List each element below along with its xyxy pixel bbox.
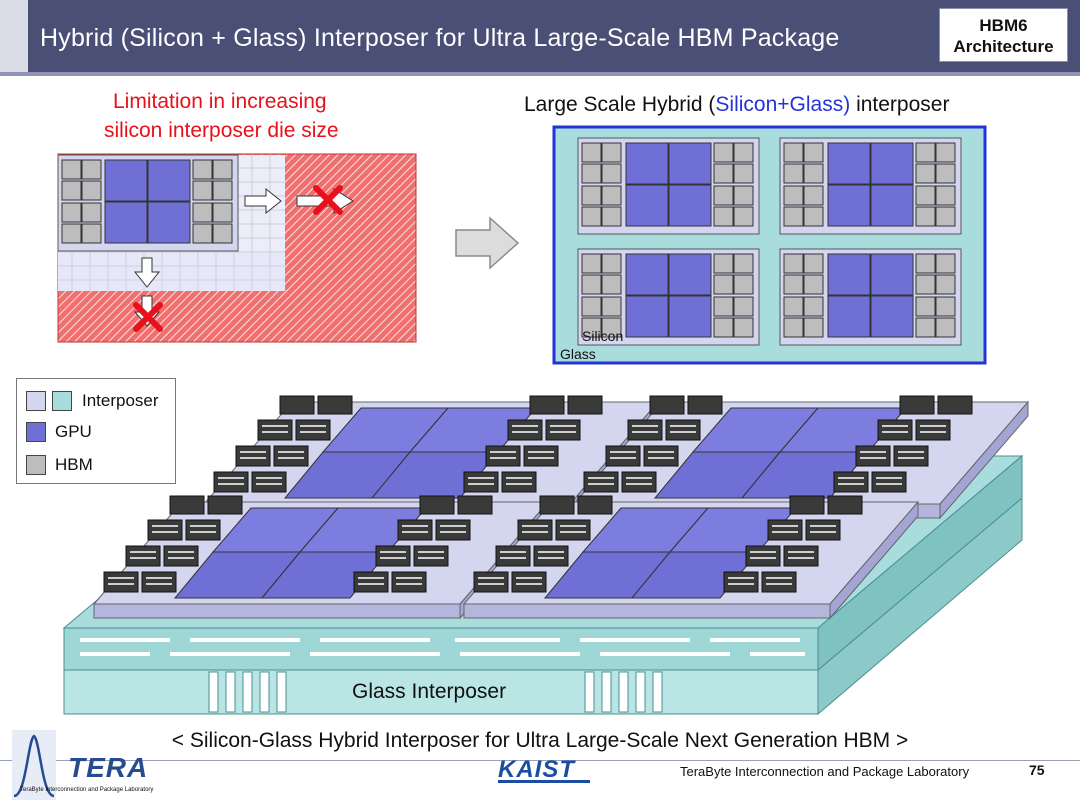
arrow-right-icon [244, 187, 282, 215]
figure-caption: < Silicon-Glass Hybrid Interposer for Ul… [171, 729, 909, 752]
hybrid-title-suffix: interposer [850, 93, 950, 116]
glass-vias [208, 671, 663, 713]
big-arrow-right-icon [455, 216, 520, 270]
arrow-down-icon [133, 257, 161, 288]
legend-swatch-gpu [26, 422, 46, 442]
badge-line-1: HBM6 [979, 16, 1028, 35]
limitation-diagram [57, 153, 417, 343]
legend: Interposer GPU HBM [16, 378, 176, 484]
legend-swatch-hbm [26, 455, 46, 475]
legend-swatch-silicon [26, 391, 46, 411]
badge-line-2: Architecture [953, 37, 1054, 56]
glass-interposer-front [63, 669, 819, 715]
silicon-label: Silicon [582, 328, 624, 344]
glass-interposer-label: Glass Interposer [352, 680, 507, 703]
glass-label: Glass [560, 346, 596, 362]
limitation-text-line-1: Limitation in increasing [113, 90, 327, 113]
limitation-text-line-2: silicon interposer die size [104, 119, 339, 142]
legend-label-gpu: GPU [55, 422, 92, 441]
header-bar [0, 0, 1080, 72]
gpu-block [104, 159, 191, 244]
legend-label-interposer: Interposer [82, 391, 159, 410]
isometric-package [62, 395, 1029, 716]
tera-logo-subtitle: TeraByte Interconnection and Package Lab… [20, 787, 154, 793]
silicon-module [779, 248, 962, 346]
lab-name: TeraByte Interconnection and Package Lab… [680, 764, 970, 779]
tera-logo-icon [12, 730, 56, 800]
cross-icon [133, 302, 163, 332]
cross-icon [313, 185, 343, 215]
hybrid-title-highlight: Silicon+Glass) [715, 93, 851, 116]
legend-swatch-glass [52, 391, 72, 411]
hybrid-interposer-diagram [552, 125, 987, 365]
glass-wiring [80, 638, 805, 656]
header-accent [0, 0, 28, 72]
hybrid-title-prefix: Large Scale Hybrid ( [524, 93, 716, 116]
kaist-logo: KAIST [498, 756, 575, 783]
hbm-right [192, 159, 233, 244]
page-number: 75 [1029, 762, 1045, 778]
hbm-left [61, 159, 102, 244]
glass-interposer-upper [63, 627, 819, 671]
page-title: Hybrid (Silicon + Glass) Interposer for … [40, 24, 840, 52]
footer-divider [0, 760, 1080, 761]
tera-logo: TERA [68, 752, 149, 783]
legend-label-hbm: HBM [55, 455, 93, 474]
silicon-module [577, 137, 760, 235]
kaist-logo-bar [498, 780, 590, 783]
architecture-badge: HBM6 Architecture [939, 8, 1068, 62]
silicon-module [779, 137, 962, 235]
header-divider [0, 72, 1080, 76]
hybrid-interposer-title: Large Scale Hybrid (Silicon+Glass) inter… [524, 93, 949, 117]
